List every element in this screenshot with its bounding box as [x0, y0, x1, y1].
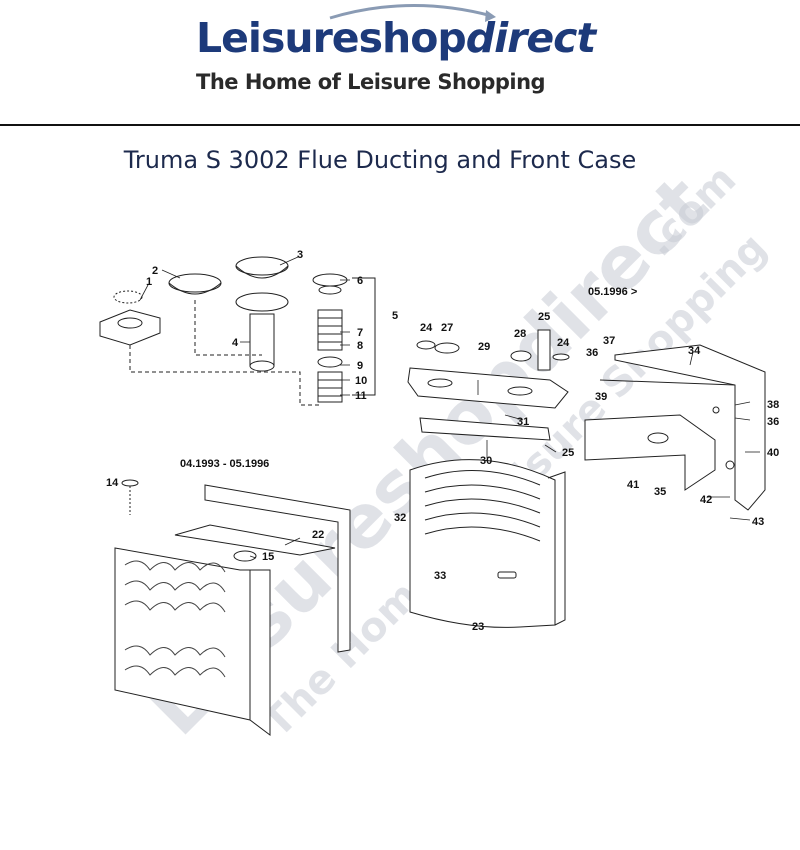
part-label-15: 15: [262, 551, 274, 563]
part-label-10: 10: [355, 375, 367, 387]
part-label-30: 30: [480, 455, 492, 467]
part-label-14: 14: [106, 477, 119, 489]
part-label-38: 38: [767, 399, 779, 411]
part-label-22: 22: [312, 529, 324, 541]
part-label-37: 37: [603, 335, 615, 347]
brand-logo: Leisureshopdirect The Home of Leisure Sh…: [0, 0, 800, 110]
part-label-8: 8: [357, 340, 363, 352]
part-label-34: 34: [688, 345, 701, 357]
new-case-top-parts: [407, 329, 570, 441]
part-label-2: 2: [152, 265, 158, 277]
logo-wordmark: Leisureshopdirect: [196, 14, 596, 62]
part-label-35: 35: [654, 486, 666, 498]
new-front-case: [409, 459, 566, 628]
part-label-36b: 36: [767, 416, 779, 428]
part-label-1: 1: [146, 276, 152, 288]
part-label-25b: 25: [562, 447, 574, 459]
part-label-29: 29: [478, 341, 490, 353]
part-label-3: 3: [297, 249, 303, 261]
part-label-43: 43: [752, 516, 764, 528]
part-label-24b: 24: [557, 337, 570, 349]
flue-parts-group: [99, 256, 376, 406]
part-label-32: 32: [394, 512, 406, 524]
divider: [0, 124, 800, 126]
old-front-case: [114, 479, 351, 736]
part-label-4: 4: [232, 337, 239, 349]
date-label-new-case: 05.1996 >: [588, 286, 637, 298]
logo-tagline: The Home of Leisure Shopping: [196, 70, 546, 94]
part-label-39: 39: [595, 391, 607, 403]
part-label-40: 40: [767, 447, 779, 459]
part-label-11: 11: [355, 390, 367, 402]
new-back-frame: [584, 344, 766, 511]
part-label-6: 6: [357, 275, 363, 287]
page-title: Truma S 3002 Flue Ducting and Front Case: [123, 146, 637, 174]
leader-lines: [139, 256, 760, 559]
part-label-41: 41: [627, 479, 639, 491]
part-label-7: 7: [357, 327, 363, 339]
part-label-28: 28: [514, 328, 526, 340]
part-label-36a: 36: [586, 347, 598, 359]
logo-brand-bold: Leisureshop: [196, 14, 467, 62]
part-label-25a: 25: [538, 311, 550, 323]
logo-brand-italic: direct: [465, 14, 596, 62]
part-number-labels: 1 2 3 4 5 6 7 8 9 10 11 14 15 22 23 24 2…: [106, 249, 779, 633]
part-label-33: 33: [434, 570, 446, 582]
part-label-31: 31: [517, 416, 529, 428]
logo-swoosh-icon: [329, 3, 496, 22]
part-label-27: 27: [441, 322, 453, 334]
part-label-23: 23: [472, 621, 484, 633]
date-label-old-case: 04.1993 - 05.1996: [180, 458, 269, 470]
part-label-9: 9: [357, 360, 363, 372]
part-label-5: 5: [392, 310, 398, 322]
part-label-42: 42: [700, 494, 712, 506]
part-label-24a: 24: [420, 322, 433, 334]
